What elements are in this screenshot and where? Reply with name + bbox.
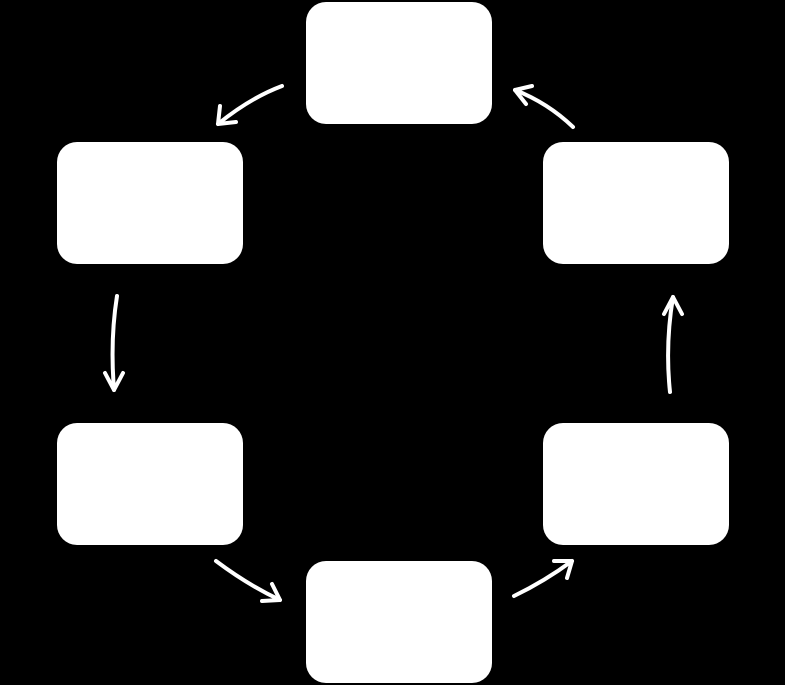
node-upper-right xyxy=(543,142,729,264)
arrow-upper-left-to-lower-left xyxy=(103,294,125,392)
arrow-lower-right-to-upper-right xyxy=(662,295,684,394)
node-lower-left xyxy=(57,423,243,545)
node-bottom xyxy=(306,561,492,683)
arrow-top-to-upper-left xyxy=(216,84,284,126)
arrow-bottom-to-lower-right xyxy=(512,559,574,598)
node-top xyxy=(306,2,492,124)
node-lower-right xyxy=(543,423,729,545)
arrow-lower-left-to-bottom xyxy=(214,559,282,603)
arrow-upper-right-to-top xyxy=(513,84,575,129)
node-upper-left xyxy=(57,142,243,264)
